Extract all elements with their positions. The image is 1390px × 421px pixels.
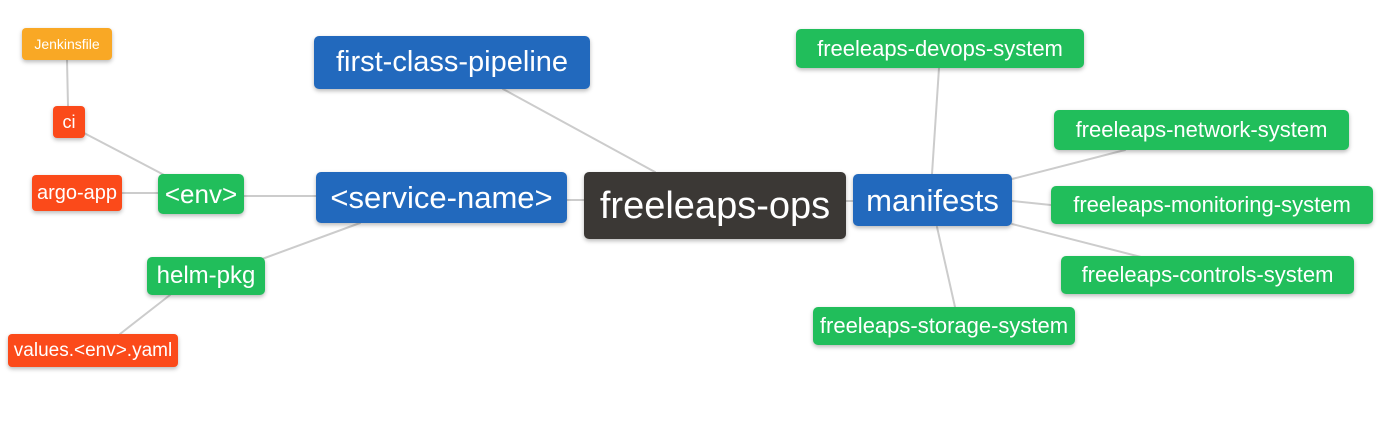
edge-manifests-controls [1011, 223, 1142, 258]
edge-service-name-helm-pkg [261, 222, 361, 260]
node-values-env-yaml[interactable]: values.<env>.yaml [8, 334, 178, 367]
edge-ci-jenkinsfile [66, 59, 69, 107]
node-freeleaps-ops[interactable]: freeleaps-ops [584, 172, 846, 239]
node-freeleaps-devops-system[interactable]: freeleaps-devops-system [796, 29, 1084, 68]
edge-manifests-devops [931, 67, 940, 175]
node-service-name[interactable]: <service-name> [316, 172, 567, 223]
edge-manifests-network [1011, 149, 1126, 180]
edge-manifests-monitoring [1011, 200, 1052, 206]
node-ci[interactable]: ci [53, 106, 85, 138]
edge-root-first-class-pipeline [502, 88, 656, 173]
node-freeleaps-monitoring-system[interactable]: freeleaps-monitoring-system [1051, 186, 1373, 224]
edge-manifests-storage [936, 226, 956, 308]
node-freeleaps-network-system[interactable]: freeleaps-network-system [1054, 110, 1349, 150]
node-freeleaps-controls-system[interactable]: freeleaps-controls-system [1061, 256, 1354, 294]
node-env[interactable]: <env> [158, 174, 244, 214]
node-freeleaps-storage-system[interactable]: freeleaps-storage-system [813, 307, 1075, 345]
node-jenkinsfile[interactable]: Jenkinsfile [22, 28, 112, 60]
node-helm-pkg[interactable]: helm-pkg [147, 257, 265, 295]
node-first-class-pipeline[interactable]: first-class-pipeline [314, 36, 590, 89]
edge-helm-pkg-values [119, 294, 171, 335]
node-manifests[interactable]: manifests [853, 174, 1012, 226]
edge-env-ci [83, 132, 169, 178]
node-argo-app[interactable]: argo-app [32, 175, 122, 211]
